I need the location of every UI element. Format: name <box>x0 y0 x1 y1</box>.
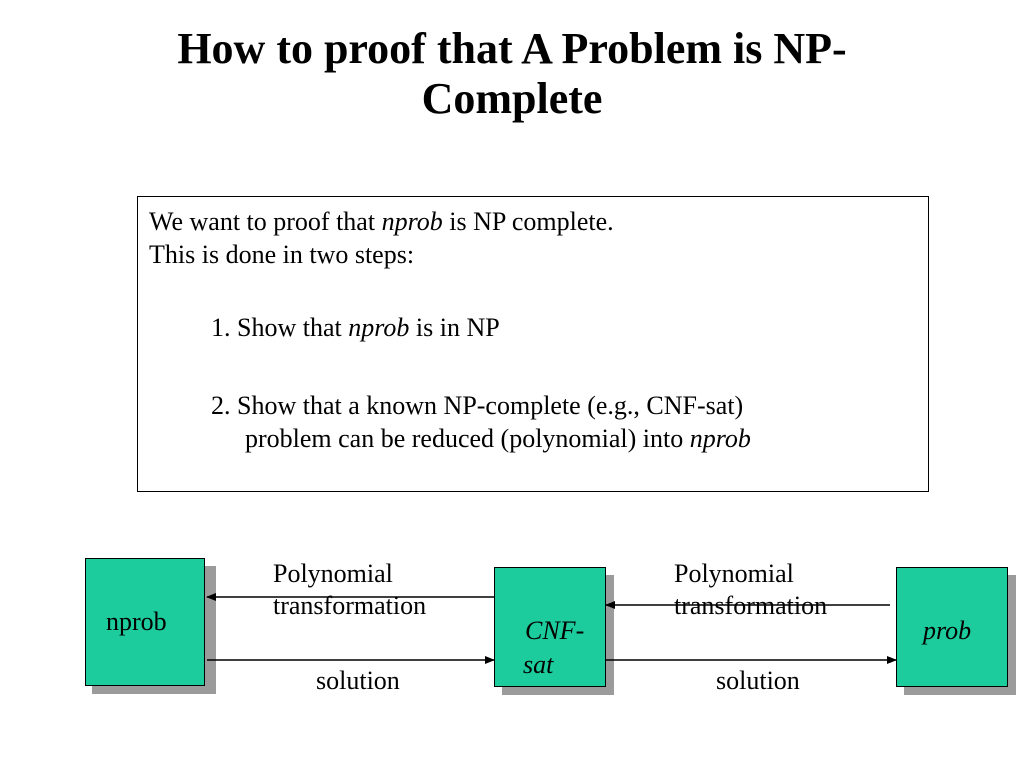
poly-2-line-2: transformation <box>674 591 828 620</box>
step-1-text-c: is in NP <box>409 313 500 342</box>
explanation-box: We want to proof that nprob is NP comple… <box>137 196 929 492</box>
step-2-nprob: nprob <box>689 424 751 453</box>
intro-text-c: is NP complete. <box>442 207 614 236</box>
poly-1-line-2: transformation <box>273 591 427 620</box>
step-1-nprob: nprob <box>348 313 410 342</box>
poly-transform-label-2: Polynomial transformation <box>674 558 827 622</box>
step-2-text-a: problem can be reduced (polynomial) into <box>245 424 690 453</box>
step-2-line-1: 2. Show that a known NP-complete (e.g., … <box>211 391 744 420</box>
box-nprob-label: nprob <box>106 607 167 636</box>
box-prob: prob <box>896 567 1008 687</box>
poly-1-line-1: Polynomial <box>273 559 393 588</box>
poly-2-line-1: Polynomial <box>674 559 794 588</box>
box-cnf-sat-line-2: sat <box>523 650 554 679</box>
solution-label-1: solution <box>316 666 400 695</box>
intro-line-2: This is done in two steps: <box>149 240 415 269</box>
intro-line-1: We want to proof that nprob is NP comple… <box>149 205 918 238</box>
box-cnf-sat: CNF- sat <box>494 567 606 687</box>
slide-title: How to proof that A Problem is NP- Compl… <box>0 24 1024 124</box>
poly-transform-label-1: Polynomial transformation <box>273 558 426 622</box>
box-nprob: nprob <box>85 558 205 686</box>
title-line-2: Complete <box>421 74 603 123</box>
title-line-1: How to proof that A Problem is NP- <box>177 24 847 73</box>
step-2-line-2: problem can be reduced (polynomial) into… <box>245 422 918 455</box>
box-cnf-sat-line-1: CNF- <box>525 616 585 645</box>
step-1-text-a: 1. Show that <box>211 313 349 342</box>
intro-text-a: We want to proof that <box>149 207 382 236</box>
intro-nprob: nprob <box>381 207 443 236</box>
box-prob-label: prob <box>923 616 972 645</box>
solution-label-2: solution <box>716 666 800 695</box>
step-1: 1. Show that nprob is in NP <box>211 311 918 344</box>
